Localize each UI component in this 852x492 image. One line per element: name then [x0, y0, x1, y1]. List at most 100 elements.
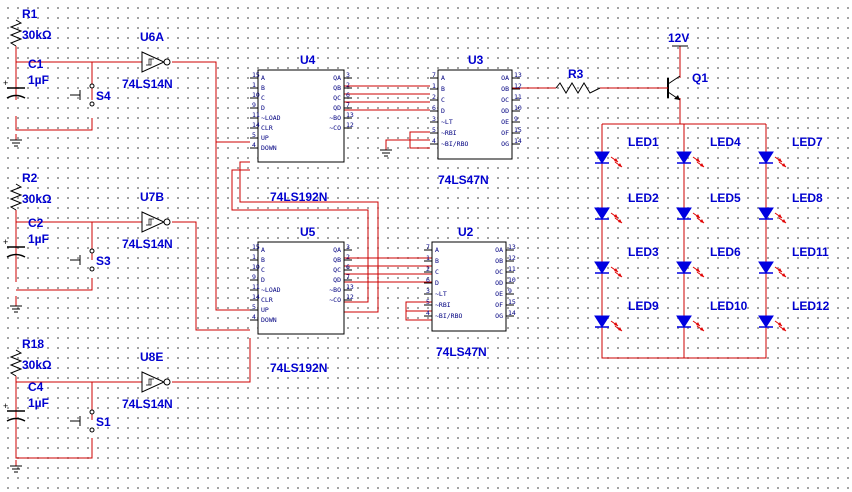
transistor-ref: Q1 — [692, 71, 708, 85]
pin-number: 7 — [346, 101, 350, 109]
led-led7 — [758, 151, 787, 168]
pin-name: QB — [333, 84, 341, 92]
led-label: LED2 — [628, 191, 659, 205]
pin-name: ~BO — [329, 286, 341, 294]
pin-number: 2 — [432, 93, 436, 101]
counter-u5-ref: U5 — [300, 225, 316, 239]
pin-name: A — [261, 74, 265, 82]
pin-name: QC — [333, 266, 341, 274]
pin-name: OE — [495, 290, 503, 298]
led-led4 — [676, 151, 705, 168]
pin-number: 12 — [514, 82, 522, 90]
switch-ref: S4 — [96, 89, 111, 103]
inverter-ref: U6A — [140, 30, 164, 44]
pin-number: 1 — [252, 81, 256, 89]
counter-u5-type: 74LS192N — [270, 361, 327, 375]
led-led10 — [676, 315, 705, 332]
pin-name: C — [435, 268, 439, 276]
pin-number: 10 — [514, 104, 522, 112]
pin-number: 1 — [252, 253, 256, 261]
pin-number: 13 — [508, 243, 516, 251]
led-led1 — [594, 151, 623, 168]
pin-number: 7 — [426, 243, 430, 251]
inverter-u8e — [141, 371, 171, 393]
pin-name: ~BO — [329, 114, 341, 122]
capacitor-c4: + — [3, 401, 26, 422]
pin-number: 2 — [346, 253, 350, 261]
led-label: LED12 — [792, 299, 830, 313]
pin-name: CLR — [261, 124, 273, 132]
resistor-r3 — [555, 82, 601, 94]
pin-name: ~CO — [329, 296, 341, 304]
led-led9 — [594, 315, 623, 332]
capacitor-ref: C1 — [28, 57, 44, 71]
pin-number: 9 — [508, 287, 512, 295]
pin-number: 5 — [252, 303, 256, 311]
inverter-ref: U7B — [140, 190, 164, 204]
pin-name: A — [261, 246, 265, 254]
pin-number: 4 — [252, 313, 256, 321]
pin-number: 2 — [426, 265, 430, 273]
capacitor-value: 1µF — [28, 73, 49, 87]
led-label: LED3 — [628, 245, 659, 259]
pin-name: OB — [501, 85, 509, 93]
pin-name: B — [261, 256, 265, 264]
capacitor-c2: + — [3, 237, 26, 258]
inverter-u7b — [141, 211, 171, 233]
pin-number: 6 — [346, 91, 350, 99]
pin-number: 12 — [346, 293, 354, 301]
resistor-r3-ref: R3 — [568, 67, 584, 81]
led-label: LED8 — [792, 191, 823, 205]
decoder-u2-ref: U2 — [458, 225, 474, 239]
pin-name: ~RBI — [441, 129, 457, 137]
svg-text:+: + — [3, 237, 8, 247]
pin-name: OA — [501, 74, 509, 82]
pin-number: 7 — [432, 71, 436, 79]
pin-name: DOWN — [261, 316, 277, 324]
pin-name: B — [261, 84, 265, 92]
pin-number: 13 — [514, 71, 522, 79]
pin-number: 15 — [508, 298, 516, 306]
led-label: LED1 — [628, 135, 659, 149]
pin-number: 11 — [252, 111, 260, 119]
pin-number: 11 — [252, 283, 260, 291]
pin-number: 3 — [346, 243, 350, 251]
resistor-r1 — [9, 19, 23, 47]
pin-name: QC — [333, 94, 341, 102]
resistor-r18 — [9, 349, 23, 377]
pin-number: 11 — [508, 265, 516, 273]
pin-name: OC — [495, 268, 503, 276]
svg-text:+: + — [3, 78, 8, 88]
pin-name: OE — [501, 118, 509, 126]
capacitor-ref: C2 — [28, 216, 44, 230]
capacitor-ref: C4 — [28, 380, 44, 394]
pin-number: 5 — [252, 131, 256, 139]
led-led11 — [758, 261, 787, 278]
resistor-r2 — [9, 183, 23, 211]
pin-number: 14 — [508, 309, 516, 317]
pin-name: ~LOAD — [261, 286, 281, 294]
pin-name: C — [441, 96, 445, 104]
ground-3 — [10, 460, 22, 473]
switch-ref: S3 — [96, 254, 111, 268]
led-label: LED5 — [710, 191, 741, 205]
pin-name: C — [261, 266, 265, 274]
led-led6 — [676, 261, 705, 278]
supply-label: 12V — [668, 31, 689, 45]
resistor-value: 30kΩ — [22, 28, 52, 42]
pin-name: OF — [501, 129, 509, 137]
ground-u3 — [380, 144, 392, 157]
pin-number: 13 — [346, 283, 354, 291]
resistor-value: 30kΩ — [22, 192, 52, 206]
pin-number: 3 — [426, 287, 430, 295]
resistor-ref: R1 — [22, 7, 38, 21]
pin-number: 11 — [514, 93, 522, 101]
pin-name: OD — [495, 279, 503, 287]
pin-number: 10 — [252, 91, 260, 99]
pin-name: UP — [261, 306, 269, 314]
